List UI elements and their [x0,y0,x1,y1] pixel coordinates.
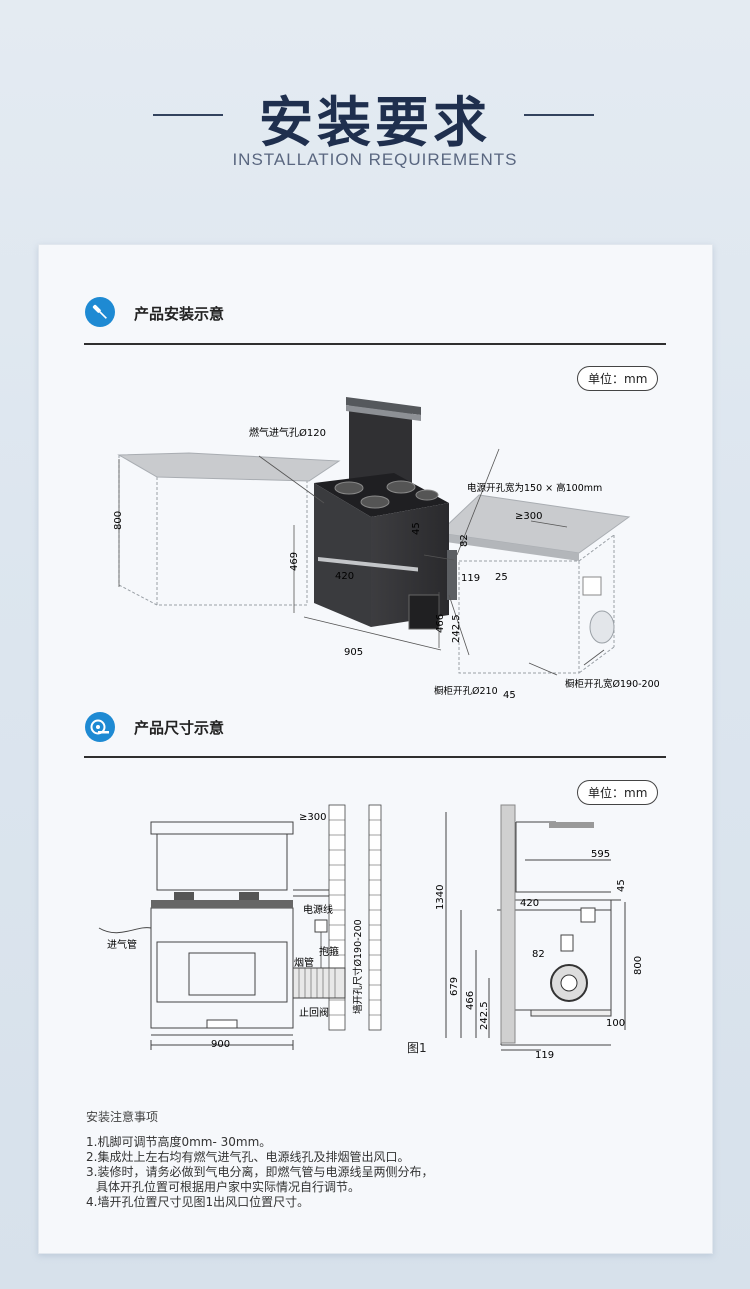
label-gas-inlet: 燃气进气孔Ø120 [249,426,326,439]
section-install-rule [84,343,666,345]
dim-469: 469 [289,552,300,571]
front-view-diagram: ≥300 墙开孔尺寸Ø190-200 电源线 抱箍 烟管 止回阀 进气管 900 [98,804,382,1050]
section-install-title: 产品安装示意 [134,305,225,323]
note-line: 具体开孔位置可根据用户家中实际情况自行调节。 [96,1180,361,1194]
page-subtitle: INSTALLATION REQUIREMENTS [232,150,518,169]
dim-595: 595 [591,849,610,860]
label-cabinet-hole: 橱柜开孔Ø210 [434,685,498,697]
note-line: 2.集成灶上左右均有燃气进气孔、电源线孔及排烟管出风口。 [86,1150,410,1164]
dim-420: 420 [335,571,354,582]
page-header: 安装要求 INSTALLATION REQUIREMENTS [0,0,750,240]
dim-466-side: 466 [465,991,476,1010]
unit-badge-size: 单位：mm [577,780,659,805]
dim-25: 25 [495,572,508,583]
section-size-title: 产品尺寸示意 [134,719,225,737]
content-card: 产品安装示意 单位：mm [38,244,713,1254]
page-title: 安装要求 [259,91,491,154]
screwdriver-icon [85,297,115,327]
dim-242-5: 242.5 [451,614,462,643]
header-right-rule [524,114,594,116]
tape-measure-icon [85,712,115,742]
install-notes: 安装注意事项 1.机脚可调节高度0mm- 30mm。 2.集成灶上左右均有燃气进… [86,1110,686,1210]
dim-679: 679 [449,977,460,996]
notes-title: 安装注意事项 [86,1110,159,1124]
label-power-line: 电源线 [303,903,333,916]
dim-900: 900 [211,1039,230,1050]
dim-905: 905 [344,647,363,658]
label-gas-pipe: 进气管 [107,938,137,951]
dim-82: 82 [459,534,470,547]
dim-1340: 1340 [435,885,446,910]
section-size-rule [84,756,666,758]
dim-800-side: 800 [633,956,644,975]
dim-45-side: 45 [616,879,627,892]
note-line: 1.机脚可调节高度0mm- 30mm。 [86,1135,272,1149]
install-diagram: 燃气进气孔Ø120 电源开孔宽为150 × 高100mm 800 469 420… [113,397,660,701]
dim-45-bottom: 45 [503,690,516,701]
unit-badge-install: 单位：mm [577,366,659,391]
label-clamp: 抱箍 [319,945,339,958]
label-flue: 烟管 [294,956,314,969]
dim-242-5-side: 242.5 [479,1001,490,1030]
dim-100: 100 [606,1018,625,1029]
dim-300-front: ≥300 [299,812,326,823]
label-check-valve: 止回阀 [299,1006,329,1019]
dim-119-side: 119 [535,1050,554,1060]
side-view-diagram: 595 45 420 1340 800 82 679 466 242.5 100… [435,804,644,1060]
note-line: 3.装修时，请务必做到气电分离，即燃气管与电源线呈两侧分布， [86,1165,434,1179]
dim-82-side: 82 [532,949,545,960]
label-power-hole: 电源开孔宽为150 × 高100mm [467,482,602,494]
figure-label: 图1 [407,1041,427,1055]
dim-800: 800 [113,511,124,530]
dim-45-top: 45 [411,522,422,535]
dim-300: ≥300 [515,511,542,522]
note-line: 4.墙开孔位置尺寸见图1出风口位置尺寸。 [86,1195,310,1209]
dim-466: 466 [435,614,446,633]
label-cabinet-width: 橱柜开孔宽Ø190-200 [565,678,660,690]
dim-119: 119 [461,573,480,584]
dim-420-side: 420 [520,898,539,909]
label-wall-hole: 墙开孔尺寸Ø190-200 [352,919,364,1014]
header-left-rule [153,114,223,116]
